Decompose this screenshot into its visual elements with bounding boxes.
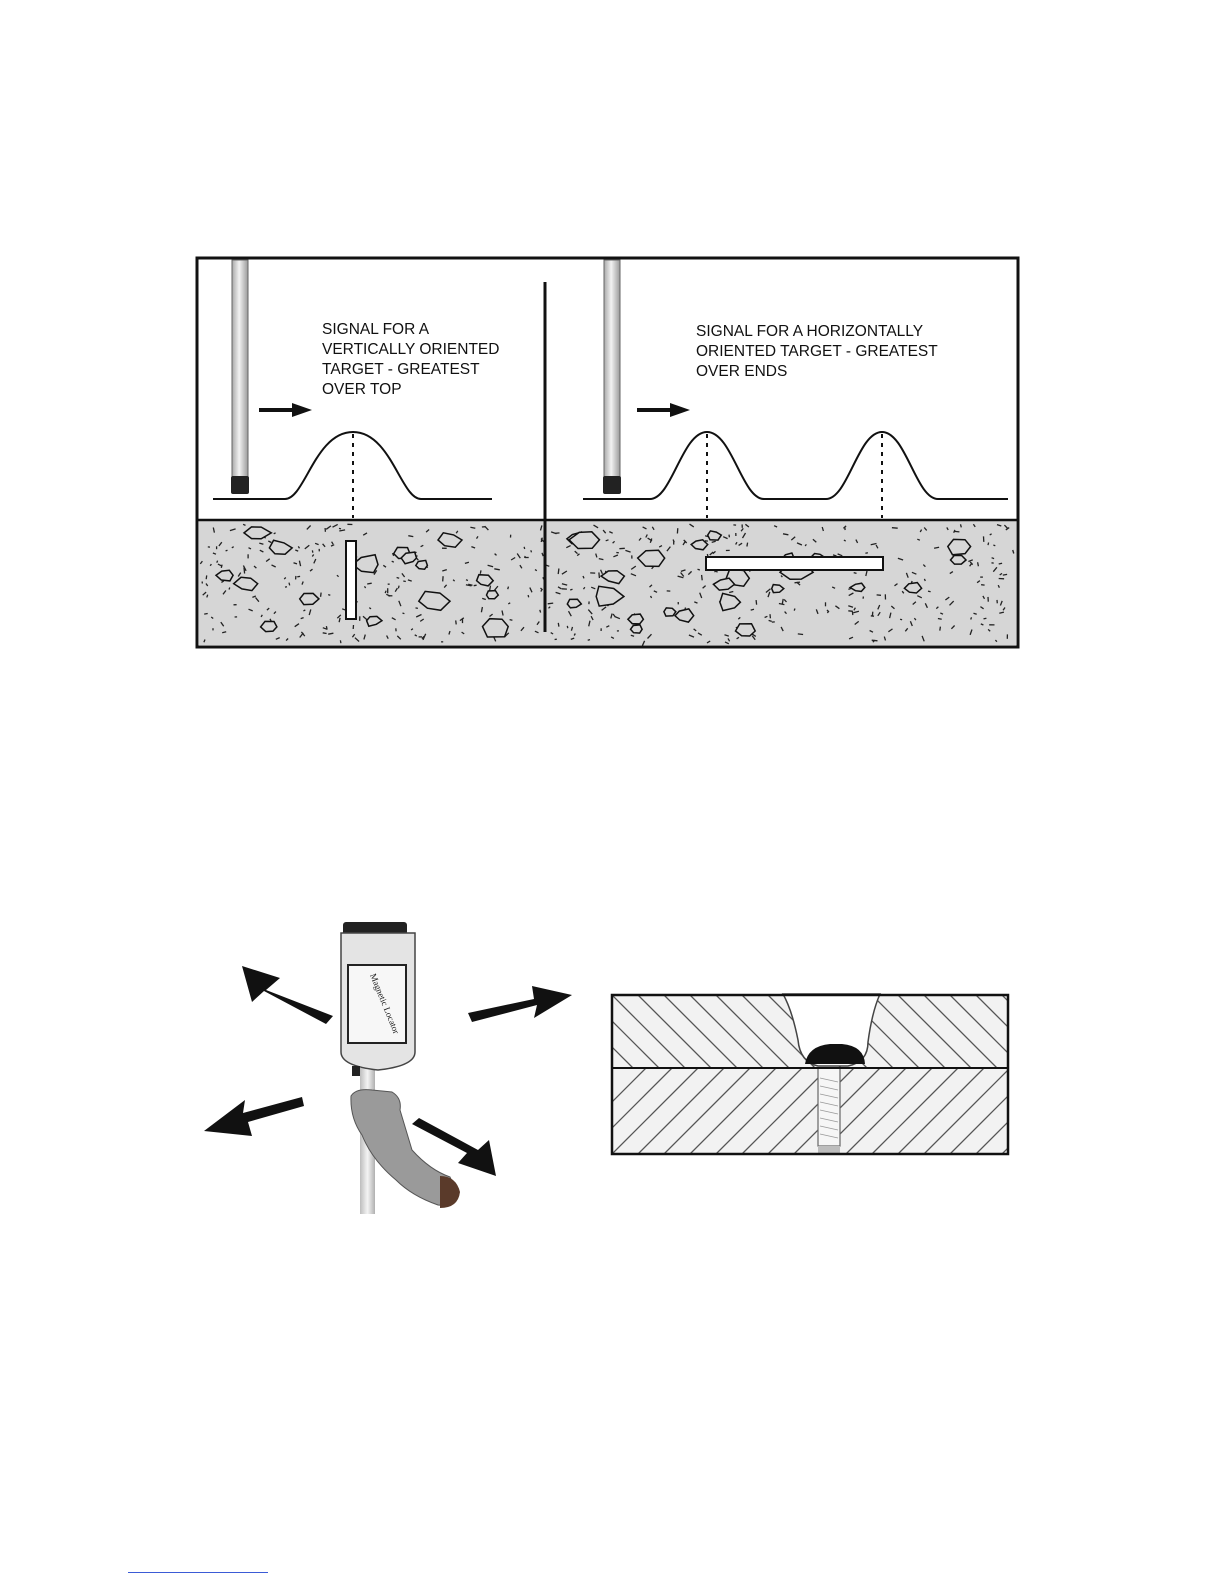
sweep-arrow-upper-right bbox=[468, 986, 572, 1022]
locator-device-illustration: Magnetic Locator bbox=[204, 922, 572, 1214]
target-vertical bbox=[346, 541, 356, 619]
bolt-base bbox=[818, 1146, 840, 1153]
label-vertical-line-2: VERTICALLY ORIENTED bbox=[322, 341, 499, 358]
probe-right bbox=[603, 260, 621, 494]
label-vertical-line-4: OVER TOP bbox=[322, 381, 402, 398]
locator-diagram: Magnetic Locator bbox=[0, 900, 1225, 1240]
section-lower-layer bbox=[612, 1068, 1008, 1154]
label-vertical-line-1: SIGNAL FOR A bbox=[322, 321, 430, 338]
label-horizontal-line-1: SIGNAL FOR A HORIZONTALLY bbox=[696, 323, 923, 340]
target-horizontal bbox=[706, 557, 883, 570]
footer-underline bbox=[128, 1572, 268, 1573]
operator-sleeve bbox=[440, 1176, 460, 1208]
label-horizontal-line-3: OVER ENDS bbox=[696, 363, 787, 380]
sweep-arrow-upper-left bbox=[242, 966, 333, 1024]
sweep-arrow-lower-left bbox=[204, 1097, 304, 1136]
label-vertical-line-3: TARGET - GREATEST bbox=[322, 361, 480, 378]
probe-left bbox=[231, 260, 249, 494]
label-horizontal-line-2: ORIENTED TARGET - GREATEST bbox=[696, 343, 938, 360]
signal-diagram: SIGNAL FOR A VERTICALLY ORIENTED TARGET … bbox=[0, 0, 1225, 700]
locator-knob bbox=[352, 1066, 360, 1076]
cross-section-diagram bbox=[560, 994, 1166, 1154]
